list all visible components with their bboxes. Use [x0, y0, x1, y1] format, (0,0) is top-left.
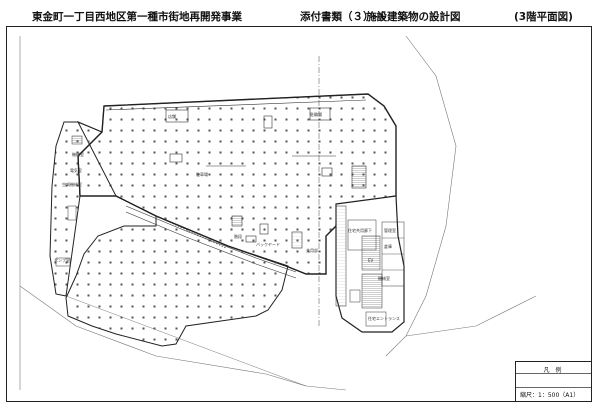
room-label: 機械室	[72, 151, 84, 157]
legend-title: 凡 例	[543, 367, 564, 374]
room-label: 空調機械室	[62, 181, 82, 187]
room-label: 店舗	[168, 113, 176, 119]
title-bar: 東金町一丁目西地区第一種市街地再開発事業 添付書類（３）‐① 施設建築物の設計図…	[6, 6, 594, 24]
east-tower	[335, 195, 405, 333]
project-title: 東金町一丁目西地区第一種市街地再開発事業	[32, 11, 242, 23]
room-labels: 機械室 電気室 駐車場 店舗 駐輪場 住宅共用廊下 管理室 倉庫 EV 階段 ポ…	[54, 111, 400, 321]
drawing-title: 施設建築物の設計図	[366, 11, 461, 23]
room-label: 住宅エントランス	[368, 315, 400, 321]
room-label: 電気室	[70, 167, 82, 173]
room-label: 倉庫	[384, 243, 392, 249]
room-label: 機械室	[378, 275, 390, 281]
room-label: 住宅共用廊下	[348, 227, 372, 233]
ramp	[125, 205, 297, 279]
room-label: 共用部	[306, 247, 318, 253]
document-reference: 添付書類（３）‐①	[300, 11, 387, 23]
room-label: 階段	[234, 233, 242, 239]
room-label: 管理室	[384, 227, 396, 233]
drawing-frame	[6, 26, 592, 402]
floor-label: (3階平面図)	[514, 11, 573, 23]
interior-walls	[105, 99, 367, 249]
room-label: バックヤード	[256, 241, 280, 247]
room-label: EV	[368, 258, 374, 263]
floor-plan: 機械室 電気室 駐車場 店舗 駐輪場 住宅共用廊下 管理室 倉庫 EV 階段 ポ…	[19, 35, 537, 391]
west-wing	[49, 121, 307, 387]
legend-divider	[516, 373, 591, 374]
room-label: 駐輪場	[310, 111, 322, 117]
legend-divider	[516, 387, 591, 388]
legend-box: 凡 例 縮尺：1：500（A1）	[515, 361, 592, 402]
room-label: ポンプ室	[54, 257, 70, 263]
room-label: 駐車場	[196, 171, 208, 177]
site-boundary	[19, 35, 537, 391]
scale-note: 縮尺：1：500（A1）	[520, 392, 580, 399]
